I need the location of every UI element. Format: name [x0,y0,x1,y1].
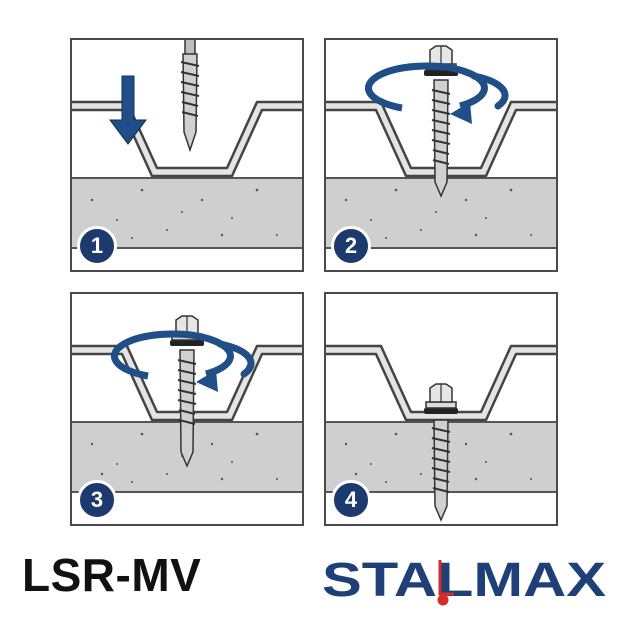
rotation-arrowhead [450,102,472,124]
metal-sheet [326,344,556,422]
metal-sheet [72,344,302,422]
brand-logo: STALMAX [322,554,606,607]
step-3-illustration [72,315,302,493]
rotation-arrow-icon [365,62,509,112]
hand-truck-icon [437,560,454,606]
product-code: LSR-MV [22,549,202,601]
step-number-badge: 1 [77,226,117,266]
brand-name: STALMAX [322,554,606,607]
step-panel-3: 3 [70,292,304,526]
screw-icon [424,63,458,198]
step-4-illustration [326,344,556,522]
hex-head-icon [429,383,453,403]
step-number-badge: 3 [77,480,117,520]
step-number-badge: 4 [331,480,371,520]
down-arrow-icon [109,75,147,145]
hex-head-icon [429,45,453,65]
step-panel-2: 2 [324,38,558,272]
metal-sheet [326,100,556,178]
step-panel-1: 1 [70,38,304,272]
rotation-arrowhead [196,370,218,392]
step-panel-4: 4 [324,292,558,526]
step-number-badge: 2 [331,226,371,266]
concrete-speckles [90,432,278,483]
screw-icon [424,401,458,522]
rotation-arrow-icon [111,330,255,380]
screw-icon [180,40,200,153]
